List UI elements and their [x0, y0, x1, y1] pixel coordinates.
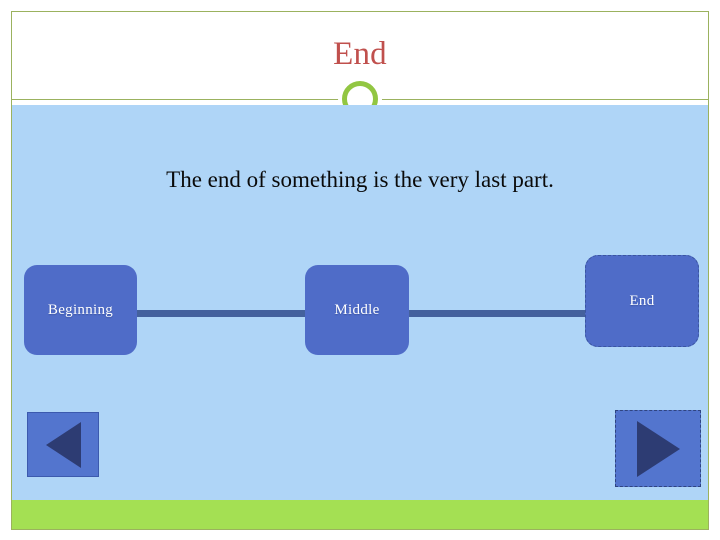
process-step-end[interactable]: End — [585, 255, 699, 347]
process-step-label: End — [629, 292, 655, 309]
footer-accent-bar — [12, 500, 708, 529]
triangle-left-icon — [45, 421, 81, 468]
process-step-middle[interactable]: Middle — [305, 265, 409, 355]
process-step-label: Beginning — [47, 301, 114, 318]
process-diagram: Beginning Middle End — [12, 255, 708, 370]
page-title: End — [333, 36, 387, 72]
previous-button[interactable] — [27, 412, 99, 477]
body-text: The end of something is the very last pa… — [166, 167, 554, 192]
connector-middle-end — [402, 310, 602, 317]
triangle-right-icon — [636, 420, 680, 477]
process-step-beginning[interactable]: Beginning — [24, 265, 137, 355]
process-step-label: Middle — [334, 301, 380, 318]
content-pane: The end of something is the very last pa… — [12, 105, 708, 500]
slide-canvas: End The end of something is the very las… — [11, 11, 709, 530]
next-button[interactable] — [615, 410, 701, 487]
connector-beginning-middle — [122, 310, 332, 317]
